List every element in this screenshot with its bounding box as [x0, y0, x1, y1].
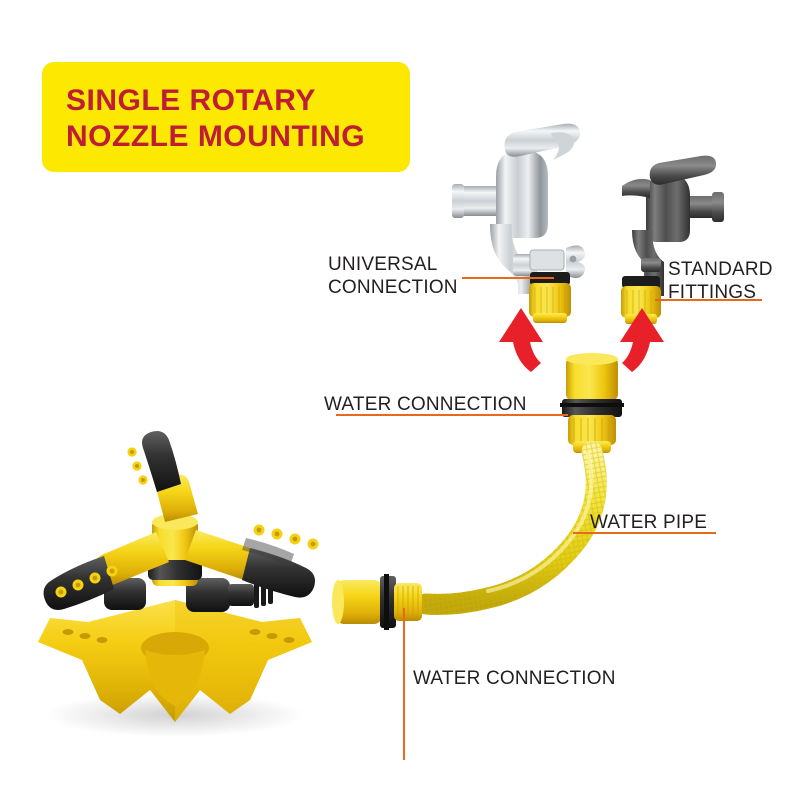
gunmetal-faucet — [621, 155, 724, 324]
rotary-sprinkler — [38, 431, 319, 737]
wing-screw — [566, 245, 586, 279]
label-water-connection-bottom: WATER CONNECTION — [413, 668, 616, 689]
title-banner: SINGLE ROTARY NOZZLE MOUNTING — [42, 62, 410, 172]
sprinkler-arm-right — [185, 524, 319, 598]
label-standard-fittings: STANDARD FITTINGS — [668, 259, 773, 303]
leader-line-water-pipe — [573, 532, 716, 534]
label-water-pipe: WATER PIPE — [590, 512, 708, 533]
leader-line-water-connection-bottom — [403, 608, 405, 760]
leader-line-standard-fittings — [655, 299, 762, 301]
sprinkler-inlet-fitting — [186, 578, 273, 612]
quick-connect-hose-end — [332, 574, 422, 630]
braided-water-pipe — [415, 441, 607, 615]
arrow-to-standard-fittings — [620, 308, 664, 372]
label-universal-connection: UNIVERSAL CONNECTION — [328, 254, 458, 298]
title-line-2: NOZZLE MOUNTING — [66, 120, 366, 153]
chrome-faucet — [452, 123, 586, 323]
sprinkler-arm-left — [43, 532, 169, 610]
leader-line-water-connection-top — [336, 414, 568, 416]
center-quick-connect — [560, 353, 624, 453]
title-line-1: SINGLE ROTARY — [66, 84, 316, 117]
quick-connect-left — [529, 272, 571, 323]
leader-line-universal-connection — [462, 277, 554, 279]
sprinkler-arm-back — [127, 431, 198, 522]
label-water-connection-top: WATER CONNECTION — [324, 394, 527, 415]
arrow-to-universal-connection — [499, 308, 543, 372]
